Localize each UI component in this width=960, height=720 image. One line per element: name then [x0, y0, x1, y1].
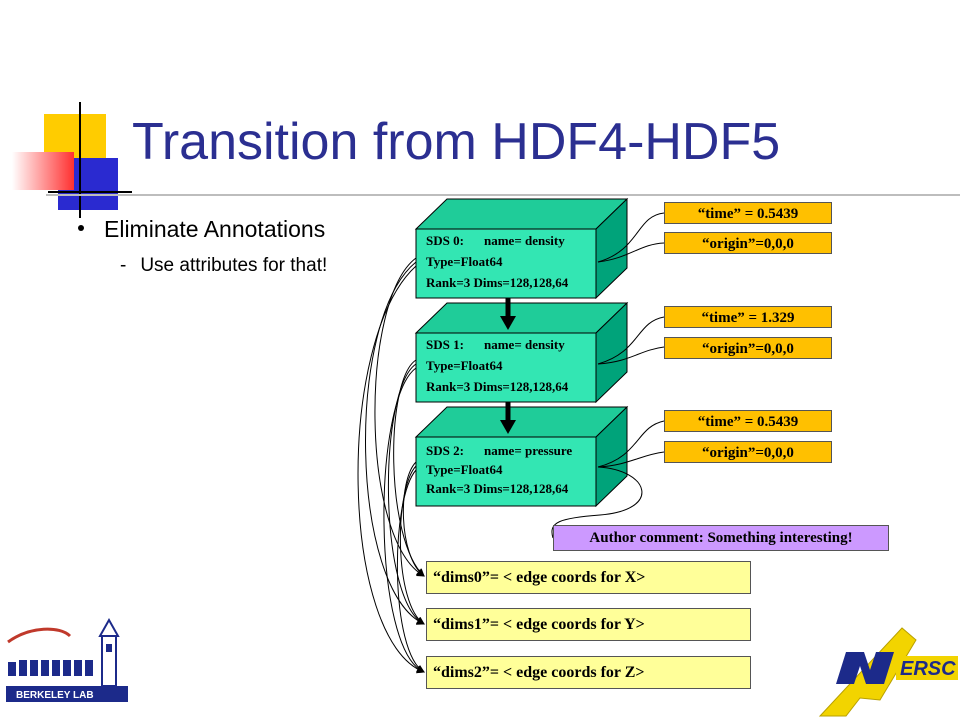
sds-box-1-top	[414, 302, 629, 334]
attribute-connectors	[551, 212, 665, 539]
connector-sds0-time	[597, 212, 665, 263]
sds-0-name: name= density	[484, 233, 565, 248]
sub-bullet-item: -Use attributes for that!	[120, 255, 327, 277]
berkeley-arc-icon	[7, 627, 72, 644]
berkeley-lab-text: BERKELEY LAB	[16, 690, 94, 701]
sds-0-type: Type=Float64	[426, 254, 503, 269]
nersc-n-mark	[836, 652, 894, 684]
sds-0-header: SDS 0:	[426, 233, 464, 248]
sds-box-1-front	[415, 332, 597, 403]
nersc-wordmark: ERSC	[900, 658, 956, 680]
sds-1-rank-dims: Rank=3 Dims=128,128,64	[426, 379, 569, 394]
sds-1-header: SDS 1:	[426, 337, 464, 352]
connector-sds2-dims0	[402, 461, 425, 577]
author-comment-box: Author comment: Something interesting!	[553, 525, 889, 551]
dims-box-2: “dims2”= < edge coords for Z>	[426, 656, 751, 689]
attribute-origin-2: “origin”=0,0,0	[664, 441, 832, 463]
sds-box-0-top	[414, 198, 629, 230]
connector-sds2-dims1	[399, 465, 425, 625]
nersc-wordmark-bg	[896, 656, 958, 680]
sds-2-name: name= pressure	[484, 443, 572, 458]
sds-box-1: SDS 1: name= density Type=Float64 Rank=3…	[414, 301, 629, 404]
connector-sds1-time	[597, 316, 665, 365]
sub-bullet-text: Use attributes for that!	[140, 255, 328, 276]
bullet-text: Eliminate Annotations	[104, 216, 326, 242]
connector-sds2-time	[597, 420, 665, 468]
connector-sds1-dims1	[388, 363, 425, 625]
sds-box-2: SDS 2: name= pressure Type=Float64 Rank=…	[414, 405, 629, 508]
campanile-tower-icon	[98, 617, 120, 687]
bullet-dot-icon	[78, 224, 84, 231]
connector-sds2-origin	[597, 451, 665, 468]
connector-sds1-dims2	[383, 367, 425, 673]
nersc-logo: ERSC	[818, 627, 958, 717]
sds-1-name: name= density	[484, 337, 565, 352]
dims-box-0: “dims0”= < edge coords for X>	[426, 561, 751, 594]
slide-title: Transition from HDF4-HDF5	[132, 113, 781, 171]
attribute-time-1: “time” = 1.329	[664, 306, 832, 328]
sds-box-2-front	[415, 436, 597, 507]
sds-link-arrow-1	[500, 402, 516, 434]
berkeley-bars-icon	[8, 660, 93, 676]
sds-box-0-front	[415, 228, 597, 299]
attribute-origin-1: “origin”=0,0,0	[664, 337, 832, 359]
sds-2-type: Type=Float64	[426, 462, 503, 477]
sub-bullet-marker: -	[120, 255, 127, 276]
dims-connectors	[357, 257, 425, 674]
sds-1-type: Type=Float64	[426, 358, 503, 373]
connector-sds2-author	[551, 466, 643, 539]
bullet-item: Eliminate Annotations	[78, 216, 325, 243]
connector-sds2-dims2	[396, 469, 425, 673]
sds-0-rank-dims: Rank=3 Dims=128,128,64	[426, 275, 569, 290]
sds-link-arrow-0	[500, 298, 516, 330]
connector-sds0-origin	[597, 242, 665, 263]
sds-box-2-top	[414, 406, 629, 438]
sds-box-0: SDS 0: name= density Type=Float64 Rank=3…	[414, 197, 629, 300]
title-decoration	[12, 102, 132, 218]
connector-sds0-dims2	[357, 265, 425, 674]
berkeley-lab-banner	[6, 686, 128, 702]
title-divider	[46, 194, 960, 196]
attribute-time-2: “time” = 0.5439	[664, 410, 832, 432]
dims-box-1: “dims1”= < edge coords for Y>	[426, 608, 751, 641]
berkeley-lab-logo: BERKELEY LAB	[6, 617, 128, 702]
connector-sds1-origin	[597, 346, 665, 365]
sds-2-header: SDS 2:	[426, 443, 464, 458]
sds-2-rank-dims: Rank=3 Dims=128,128,64	[426, 481, 569, 496]
deco-red-square	[12, 152, 74, 190]
connector-sds0-dims1	[365, 261, 425, 625]
attribute-origin-0: “origin”=0,0,0	[664, 232, 832, 254]
attribute-time-0: “time” = 0.5439	[664, 202, 832, 224]
